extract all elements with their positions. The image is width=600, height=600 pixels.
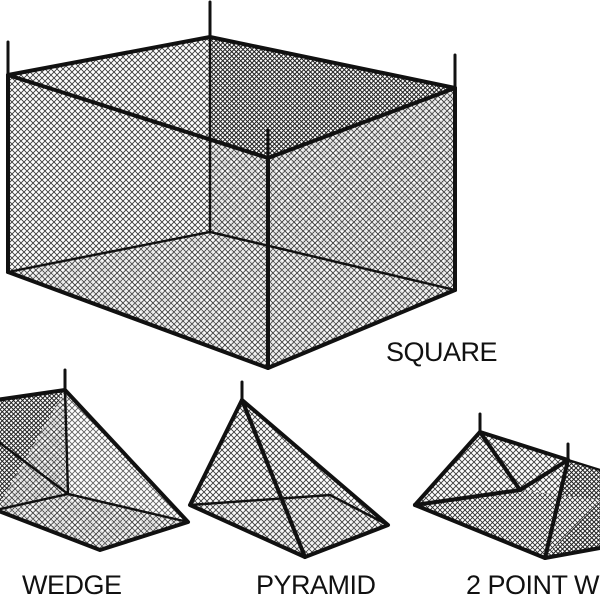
label-pyramid: PYRAMID bbox=[256, 570, 376, 600]
label-wedge: WEDGE bbox=[22, 570, 122, 600]
pyramid-net bbox=[188, 380, 390, 559]
square-right-wall bbox=[268, 88, 455, 368]
square-net bbox=[6, 0, 457, 370]
label-two-point-wedge: 2 POINT WEDGE bbox=[466, 570, 600, 600]
wedge-net bbox=[0, 368, 190, 552]
two-point-wedge-net bbox=[413, 412, 600, 560]
label-square: SQUARE bbox=[386, 337, 497, 367]
